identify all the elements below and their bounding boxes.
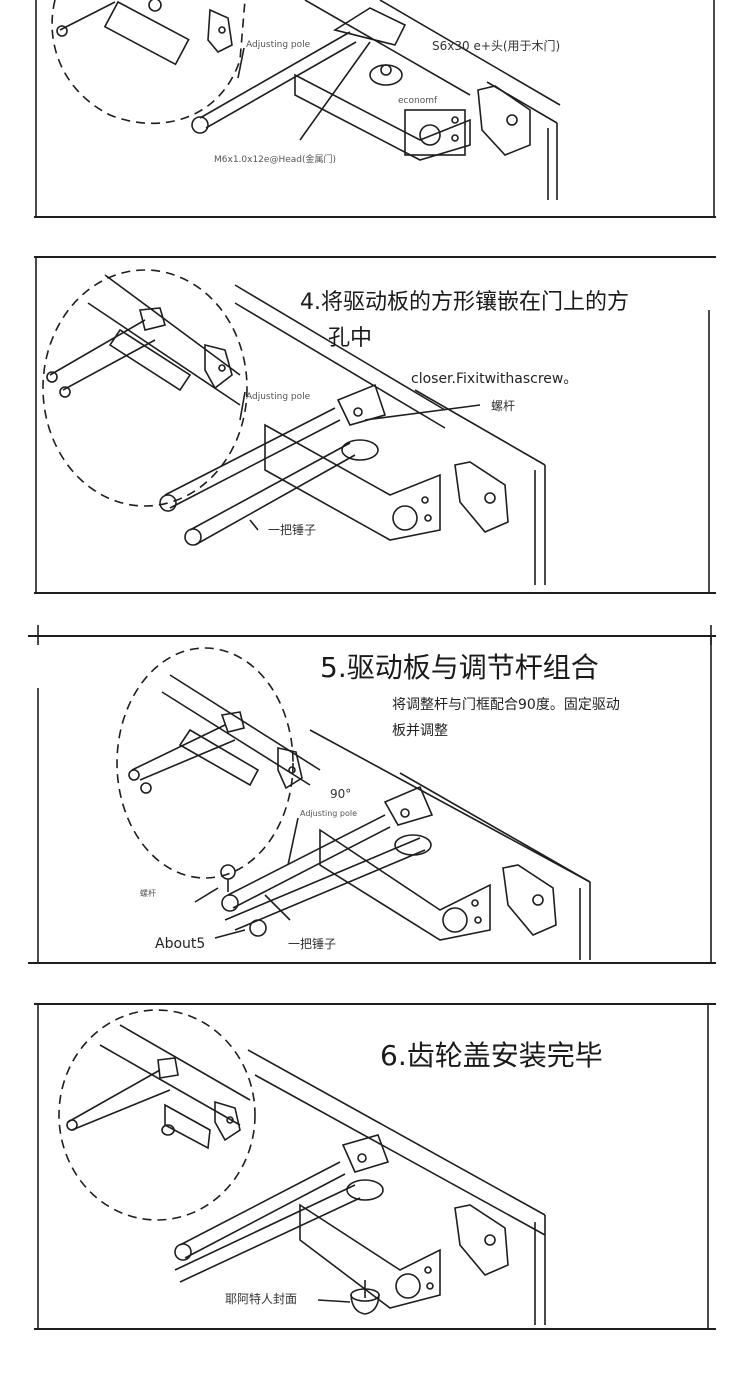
adjusting-pole-label: Adjusting pole <box>300 809 358 818</box>
step-4-panel: 4.将驱动板的方形镶嵌在门上的方 孔中 closer.Fixitwithascr… <box>0 240 750 610</box>
closer-fix-label: closer.Fixitwithascrew。 <box>411 371 578 387</box>
step-3-panel: Adjusting pole S6x30 e+头(用于木门) economf M… <box>0 0 750 230</box>
about-label: About5 <box>155 936 206 952</box>
screw-rod-label: 螺杆 <box>491 399 516 413</box>
step-5-subtitle-line1: 将调整杆与门框配合90度。固定驱动 <box>392 697 620 713</box>
cover-label: 耶阿特人封面 <box>225 1292 298 1306</box>
screw-rod-label: 螺杆 <box>140 889 156 898</box>
step-6-panel: 6.齿轮盖安装完毕 耶阿特人封面 <box>0 990 750 1350</box>
angle-label: 90° <box>330 787 352 801</box>
step-5-subtitle-line2: 板并调整 <box>392 723 448 739</box>
detail-circle <box>51 0 246 125</box>
step-5-illustration <box>28 625 716 964</box>
detail-circle <box>58 1009 256 1221</box>
step-4-title-line1: 4.将驱动板的方形镶嵌在门上的方 <box>300 290 629 315</box>
step-4-title-line2: 孔中 <box>328 326 373 351</box>
step-5-panel: 5.驱动板与调节杆组合 将调整杆与门框配合90度。固定驱动 板并调整 90° A… <box>0 620 750 970</box>
adjusting-pole-label: Adjusting pole <box>246 40 311 50</box>
step-4-illustration <box>34 256 716 594</box>
economf-label: economf <box>398 96 438 106</box>
step-5-title: 5.驱动板与调节杆组合 <box>320 651 599 684</box>
adjusting-pole-label: Adjusting pole <box>246 392 311 402</box>
wood-door-screw-label: S6x30 e+头(用于木门) <box>432 39 561 53</box>
step-3-illustration <box>34 0 716 218</box>
detail-circle <box>116 647 294 879</box>
hammer-label: 一把锤子 <box>268 523 317 537</box>
hammer-label: 一把锤子 <box>288 937 337 951</box>
step-6-illustration <box>34 1003 716 1330</box>
metal-door-screw-label: M6x1.0x12e@Head(金属门) <box>214 155 337 165</box>
detail-circle <box>42 269 248 507</box>
step-6-title: 6.齿轮盖安装完毕 <box>380 1039 603 1072</box>
